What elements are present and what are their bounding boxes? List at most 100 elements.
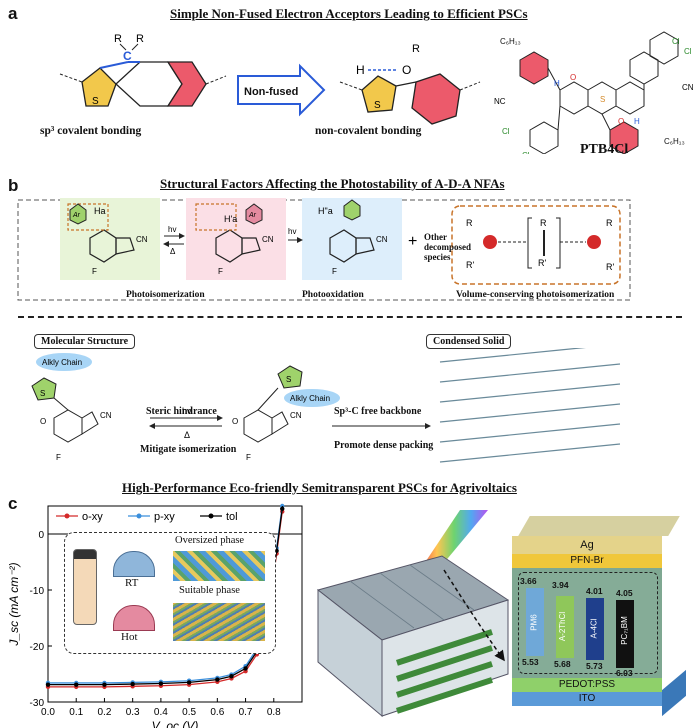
s-label: S <box>600 95 605 104</box>
hot-label: Hot <box>121 631 138 643</box>
hv-label-1: hv <box>168 225 176 234</box>
volume-box <box>451 205 621 285</box>
atom-r1: R <box>114 33 122 45</box>
panel-a-title: Simple Non-Fused Electron Acceptors Lead… <box>170 6 528 21</box>
data-point-tol <box>243 666 248 671</box>
pc71bm-homo: 6.03 <box>616 668 633 678</box>
steric-hindrance-label: Steric hindrance <box>146 406 217 417</box>
r-label: R <box>466 218 473 228</box>
promote-packing-label: Promote dense packing <box>334 440 434 451</box>
ha-label: Ha <box>94 206 106 216</box>
oversized-label: Oversized phase <box>175 535 245 546</box>
a2thcl-name: A-2ThCl <box>558 611 568 642</box>
a4cl-homo: 5.73 <box>586 661 603 671</box>
h-label: H <box>554 79 560 88</box>
atom-s: S <box>92 96 99 107</box>
cl-label-4: Cl <box>522 151 530 154</box>
energy-a2thcl <box>556 596 574 658</box>
x-tick-label: 0.6 <box>210 707 224 718</box>
x-tick-label: 0.7 <box>239 707 253 718</box>
x-tick-label: 0.5 <box>182 707 196 718</box>
legend-marker-o-xy <box>64 513 70 519</box>
panel-c-title: High-Performance Eco-friendly Semitransp… <box>122 480 517 495</box>
y-tick-label: 0 <box>38 530 44 541</box>
delta-label-2: Δ <box>184 430 190 440</box>
sp3-label: sp³ covalent bonding <box>40 125 142 137</box>
cn-b5: CN <box>290 411 302 420</box>
layer-ag: Ag <box>512 536 662 554</box>
data-point-tol <box>186 680 192 685</box>
o-label-2: O <box>618 117 624 126</box>
atom-s-mid: S <box>374 100 381 111</box>
volume-label: Volume-conserving photoisomerization <box>456 290 615 300</box>
y-tick-label: -10 <box>30 586 45 597</box>
x-tick-label: 0.8 <box>267 707 281 718</box>
c6h13-label: C₆H₁₃ <box>500 37 521 46</box>
data-point-tol <box>215 677 220 682</box>
pc71bm-lumo: 4.05 <box>616 588 633 598</box>
alkyl-chain-1: Alkly Chain <box>42 358 82 367</box>
device-stack: Ag PFN-Br PEDOT:PSS ITO 3.66 3.94 4.01 4… <box>512 516 692 726</box>
layer-pfn: PFN-Br <box>512 554 662 568</box>
r-label-2: R <box>540 218 547 228</box>
nc-label: NC <box>494 97 506 106</box>
hot-dome <box>113 605 155 631</box>
atom-r: R <box>412 43 420 55</box>
pc71bm-name: PC₇₁BM <box>619 616 629 645</box>
y-axis-label: J_sc (mA cm⁻²) <box>7 562 21 646</box>
atom-o: O <box>402 63 411 77</box>
panel-b-top-schemes: Ha H'a H"a Ar Ar CN CN CN F F F hv Δ hv … <box>17 198 631 301</box>
legend-label-p-xy: p-xy <box>154 511 175 523</box>
other-species-label: Other decomposed species <box>424 232 471 262</box>
legend-label-o-xy: o-xy <box>82 511 103 523</box>
r-prime-label: R' <box>466 260 474 270</box>
a2thcl-lumo: 3.94 <box>552 580 569 590</box>
hv-label-3: hv <box>182 406 192 416</box>
non-fused-molecule: H O R S <box>339 43 481 125</box>
data-point-tol <box>280 506 285 511</box>
h-dprime-a-label: H"a <box>318 206 333 216</box>
fused-molecule: S C R R <box>59 33 227 107</box>
panel-b-title: Structural Factors Affecting the Photost… <box>160 176 505 191</box>
s-b1: S <box>40 389 45 398</box>
legend-marker-p-xy <box>136 513 142 519</box>
panel-b-bottom: Alkly Chain S CN O F hv Δ Alkly Chain S … <box>31 348 621 463</box>
panel-a-letter: a <box>8 4 18 23</box>
packing-lattice <box>439 348 621 463</box>
plus-sign: + <box>408 233 417 250</box>
non-fused-arrow: Non-fused <box>237 63 326 117</box>
processing-inset: RT Hot Oversized phase Suitable phase <box>64 532 276 654</box>
atom-h: H <box>356 63 365 77</box>
photoisomerization-label: Photoisomerization <box>126 290 205 300</box>
a4cl-lumo: 4.01 <box>586 586 603 596</box>
non-covalent-label: non-covalent bonding <box>315 125 422 137</box>
cn-b1: CN <box>136 235 148 244</box>
pm6-lumo: 3.66 <box>520 576 537 586</box>
layer-pedot: PEDOT:PSS <box>512 678 662 692</box>
sp3-free-label: Sp³-C free backbone <box>334 406 422 417</box>
alkyl-chain-2: Alkly Chain <box>290 394 330 403</box>
cn-b2: CN <box>262 235 274 244</box>
data-point-tol <box>74 682 79 687</box>
vial-image <box>73 549 97 625</box>
legend-marker-tol <box>208 513 214 519</box>
hv-label-2: hv <box>288 227 296 236</box>
data-point-tol <box>158 681 164 686</box>
pm6-homo: 5.53 <box>522 657 539 667</box>
pm6-name: PM6 <box>529 614 539 631</box>
cn-label: CN <box>682 83 694 92</box>
o-b2: O <box>232 417 238 426</box>
atom-r2: R <box>136 33 144 45</box>
ptb4cl-structure: C₆H₁₃ C₆H₁₃ Cl Cl Cl Cl NC CN O O H H S <box>494 31 694 154</box>
o-b1: O <box>40 417 46 426</box>
cl-label-3: Cl <box>502 127 510 136</box>
rt-dome <box>113 551 155 577</box>
c6h13-label-2: C₆H₁₃ <box>664 137 685 146</box>
energy-a4cl <box>586 598 604 660</box>
layer-ag-top <box>518 516 680 536</box>
data-point-tol <box>130 681 135 687</box>
cn-b3: CN <box>376 235 388 244</box>
panel-a-structures: S C R R Non-fused H O R S C₆H₁₃ <box>59 31 694 154</box>
data-point-tol <box>45 682 51 687</box>
cn-b4: CN <box>100 411 112 420</box>
